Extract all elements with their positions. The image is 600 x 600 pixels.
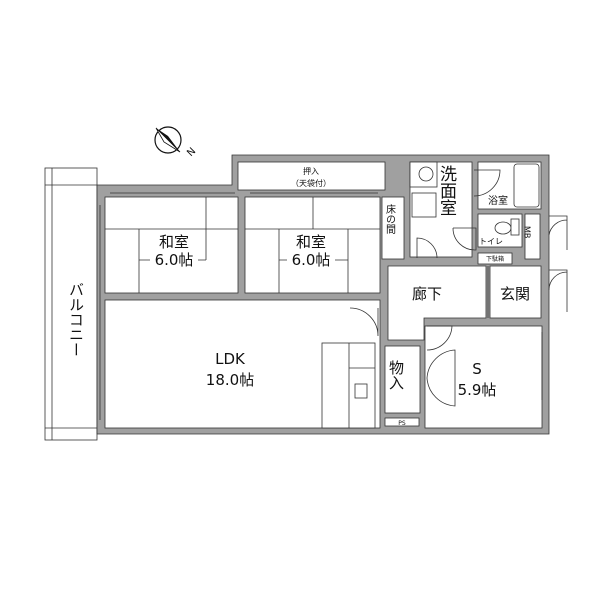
- washitsu2-size: 6.0帖: [292, 251, 331, 269]
- monoire-label: 物入: [387, 360, 405, 390]
- washitsu1-size: 6.0帖: [155, 251, 194, 269]
- s-room: S 5.9帖: [424, 325, 543, 429]
- toilet-label: トイレ: [479, 237, 503, 246]
- bath-room: 浴室: [473, 161, 542, 210]
- washitsu-1: 和室 6.0帖: [104, 196, 239, 294]
- oshiire: [237, 161, 386, 191]
- ldk-label: LDK: [215, 350, 246, 368]
- mb-label: MB: [523, 226, 532, 238]
- tokonoma: [381, 196, 405, 260]
- bath-label: 浴室: [488, 194, 508, 207]
- compass-label: N: [185, 146, 198, 159]
- washitsu1-label: 和室: [159, 233, 189, 251]
- oshiire-note: （天袋付）: [291, 178, 331, 188]
- oshiire-label: 押入: [303, 166, 319, 176]
- toilet: トイレ: [452, 213, 523, 251]
- washitsu-2: 和室 6.0帖: [244, 196, 381, 294]
- washitsu2-label: 和室: [296, 233, 326, 251]
- ldk: LDK 18.0帖: [104, 299, 381, 429]
- senmen-room: 洗面室: [409, 161, 473, 259]
- senmen-label: 洗面室: [436, 165, 457, 216]
- ldk-size: 18.0帖: [206, 371, 254, 389]
- rouka: 廊下: [387, 265, 487, 341]
- getabako-label: 下駄箱: [486, 255, 504, 263]
- ps: [384, 417, 420, 427]
- getabako: [477, 252, 513, 265]
- rouka-label: 廊下: [412, 285, 442, 303]
- monoire: [384, 345, 421, 414]
- mb-door: [548, 215, 568, 250]
- s-room-size: 5.9帖: [458, 381, 497, 399]
- ps-label: PS: [398, 420, 406, 427]
- mb: [524, 213, 541, 260]
- balcony-label: バルコニー: [67, 282, 85, 357]
- genkan: 玄関: [487, 265, 568, 319]
- windows: [99, 192, 378, 420]
- genkan-label: 玄関: [500, 285, 530, 303]
- north-arrow-icon: N: [154, 126, 198, 159]
- s-room-label: S: [472, 360, 482, 378]
- balcony: バルコニー: [44, 167, 98, 441]
- tokonoma-label: 床の間: [384, 203, 396, 235]
